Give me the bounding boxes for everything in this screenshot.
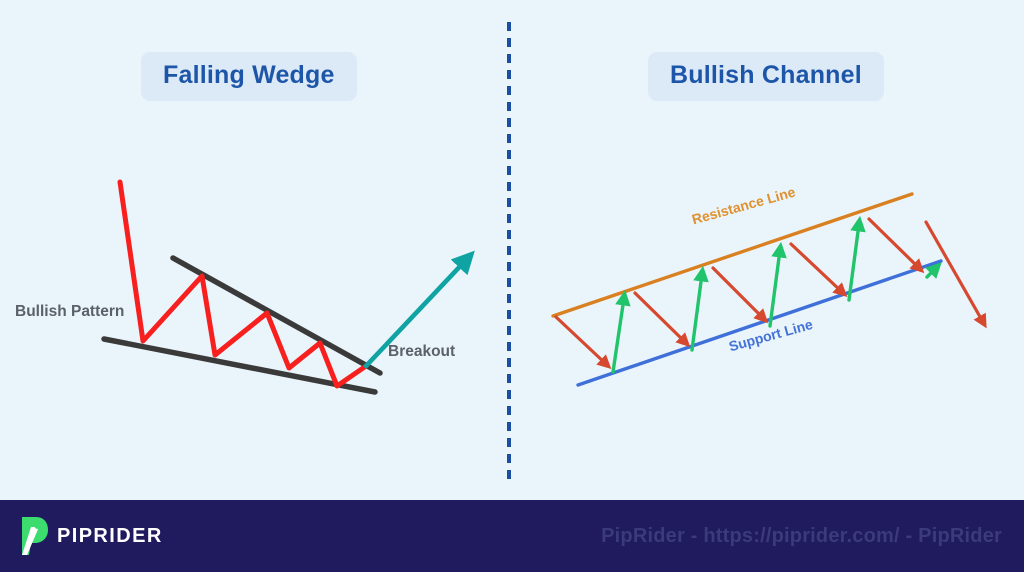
brand-lockup: PIPRIDER	[18, 515, 163, 557]
bullish-channel-chart	[551, 192, 987, 387]
vertical-dashed-divider	[507, 22, 511, 480]
up-move-arrows	[611, 215, 942, 374]
wedge-upper-trendline	[170, 255, 383, 376]
label-breakout: Breakout	[388, 343, 456, 360]
falling-wedge-chart	[101, 179, 475, 395]
label-bullish-pattern: Bullish Pattern	[15, 303, 125, 320]
support-line	[576, 259, 943, 387]
wedge-lower-trendline	[101, 336, 378, 395]
brand-name: PIPRIDER	[57, 524, 163, 547]
panel-title-falling-wedge: Falling Wedge	[141, 52, 357, 101]
piprider-p-logo-icon	[22, 517, 48, 555]
wedge-price-line	[117, 179, 369, 389]
panel-title-bullish-channel: Bullish Channel	[648, 52, 884, 101]
footer-credit-text: PipRider - https://piprider.com/ - PipRi…	[601, 524, 1002, 547]
footer-bar: PIPRIDER PipRider - https://piprider.com…	[0, 500, 1024, 572]
breakout-arrow	[363, 250, 475, 369]
resistance-line	[551, 192, 914, 318]
down-move-arrows	[554, 217, 987, 370]
